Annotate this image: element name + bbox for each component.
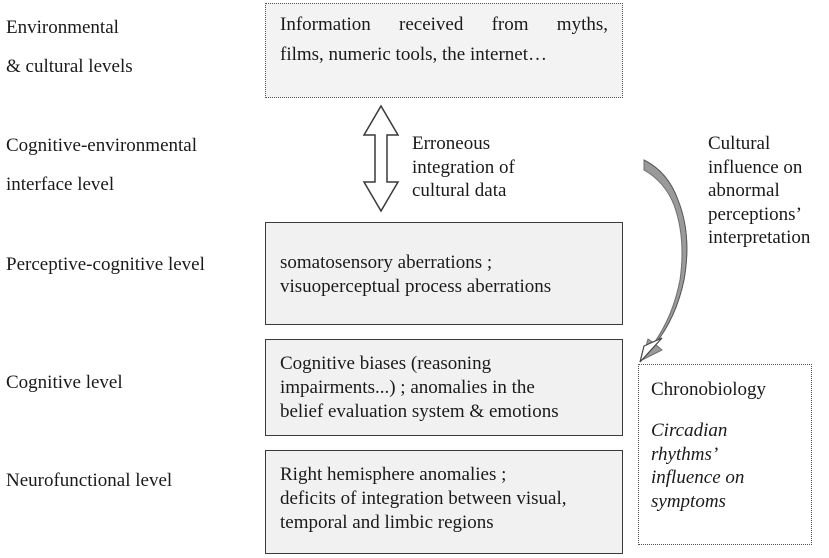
information-box: Information received from myths, films, … xyxy=(265,3,623,98)
information-box-line2: films, numeric tools, the internet… xyxy=(280,44,548,65)
double-arrow-icon xyxy=(362,104,400,213)
chronobiology-title: Chronobiology xyxy=(651,379,767,400)
curved-arrow-head xyxy=(639,337,663,363)
integration-caption-line2: integration of xyxy=(412,156,515,178)
information-box-line1: Information received from myths, xyxy=(280,14,608,35)
chronobiology-description-line3: influence on xyxy=(651,467,745,488)
level-label-interface: Cognitive-environmental interface level xyxy=(6,126,197,204)
cultural-influence-caption-line1: Cultural xyxy=(708,133,771,154)
neurofunctional-box-line1: Right hemisphere anomalies ; xyxy=(280,464,507,485)
chronobiology-box: Chronobiology Circadian rhythms’ influen… xyxy=(638,364,812,545)
integration-caption-line1: Erroneous xyxy=(412,133,491,154)
cultural-influence-caption-line3: abnormal xyxy=(708,180,780,201)
level-label-environmental-line1: Environmental xyxy=(6,17,119,38)
cognitive-box-line2: impairments...) ; anomalies in the xyxy=(280,377,535,398)
level-label-interface-line2: interface level xyxy=(6,174,115,195)
chronobiology-description-line1: Circadian xyxy=(651,420,728,441)
level-label-cognitive: Cognitive level xyxy=(6,372,123,393)
perceptive-box-line1: somatosensory aberrations ; xyxy=(280,252,493,273)
cultural-influence-caption: Cultural influence on abnormal perceptio… xyxy=(708,132,810,250)
cultural-influence-caption-line2: influence on xyxy=(708,156,803,178)
perceptive-box-line2: visuoperceptual process aberrations xyxy=(280,276,552,297)
cultural-influence-caption-line5: interpretation xyxy=(708,227,811,248)
cognitive-box: Cognitive biases (reasoning impairments.… xyxy=(265,339,623,436)
chronobiology-description-line2: rhythms’ xyxy=(651,443,719,465)
chronobiology-description-line4: symptoms xyxy=(651,490,726,512)
level-label-neurofunctional: Neurofunctional level xyxy=(6,470,173,491)
neurofunctional-box: Right hemisphere anomalies ; deficits of… xyxy=(265,450,623,554)
level-label-environmental-line2: & cultural levels xyxy=(6,56,133,77)
chronobiology-description: Circadian rhythms’ influence on symptoms xyxy=(651,419,801,513)
level-label-environmental: Environmental & cultural levels xyxy=(6,8,133,86)
cultural-influence-caption-line4: perceptions’ xyxy=(708,203,802,225)
integration-caption: Erroneous integration of cultural data xyxy=(412,132,515,203)
cognitive-box-line1: Cognitive biases (reasoning xyxy=(280,353,492,374)
level-label-perceptive: Perceptive-cognitive level xyxy=(6,254,205,275)
level-label-interface-line1: Cognitive-environmental xyxy=(6,135,198,156)
curved-arrow-outline xyxy=(643,159,688,345)
cognitive-box-line3: belief evaluation system & emotions xyxy=(280,401,559,422)
neurofunctional-box-line2: deficits of integration between visual, xyxy=(280,488,567,509)
integration-caption-line3: cultural data xyxy=(412,180,507,201)
neurofunctional-box-line3: temporal and limbic regions xyxy=(280,512,494,533)
perceptive-box: somatosensory aberrations ; visuopercept… xyxy=(265,222,623,325)
